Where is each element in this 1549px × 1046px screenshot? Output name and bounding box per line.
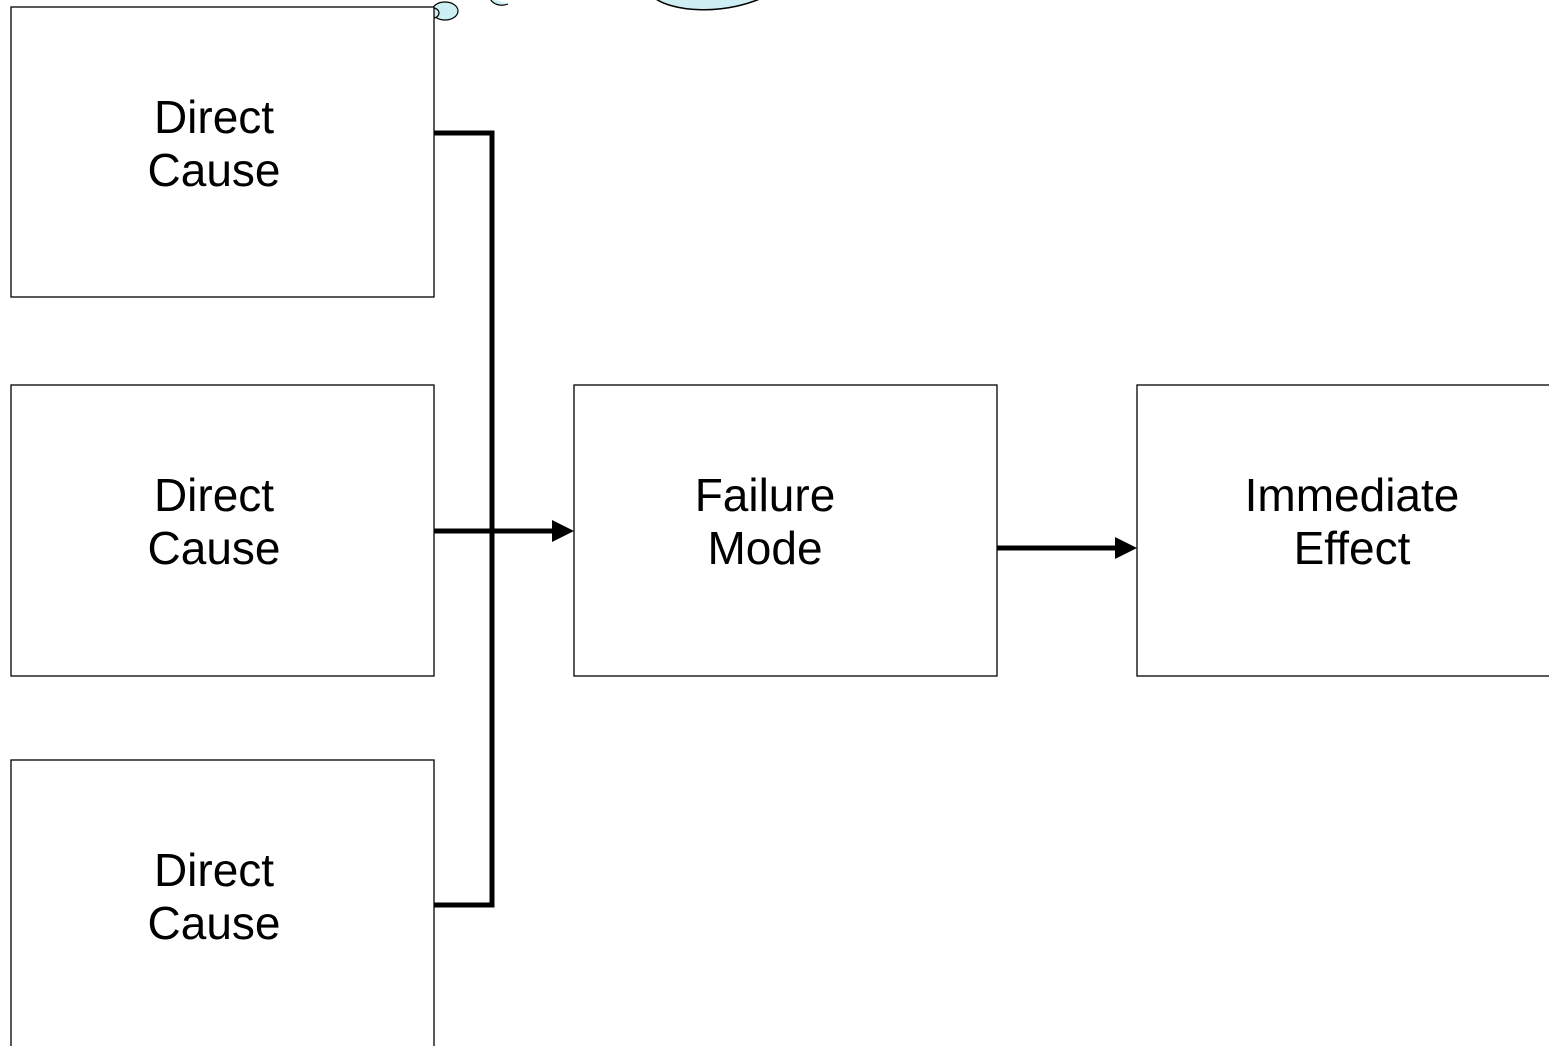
box [573,384,998,677]
label-line1: Failure [695,469,836,521]
node-failure-mode: Failure Mode [573,384,998,677]
box [10,384,435,677]
node-direct-cause-bottom: Direct Cause [10,759,435,1046]
node-immediate-effect: Immediate Effect [1136,384,1549,677]
thought-cloud [426,0,760,21]
label-line1: Direct [154,91,274,143]
label-line2: Effect [1294,522,1411,574]
label-line2: Cause [148,897,281,949]
label-line2: Mode [707,522,822,574]
label-line2: Cause [148,144,281,196]
arrowhead-effect [1115,537,1137,559]
label-line2: Cause [148,522,281,574]
connectors [434,130,1137,908]
box [10,759,435,1046]
connector-top-cause [434,130,495,908]
box [10,6,435,298]
label-line1: Immediate [1245,469,1460,521]
node-direct-cause-top: Direct Cause [10,6,435,298]
box [1136,384,1549,677]
arrowhead-failure [552,520,574,542]
label-line1: Direct [154,469,274,521]
node-direct-cause-middle: Direct Cause [10,384,435,677]
label-line1: Direct [154,844,274,896]
